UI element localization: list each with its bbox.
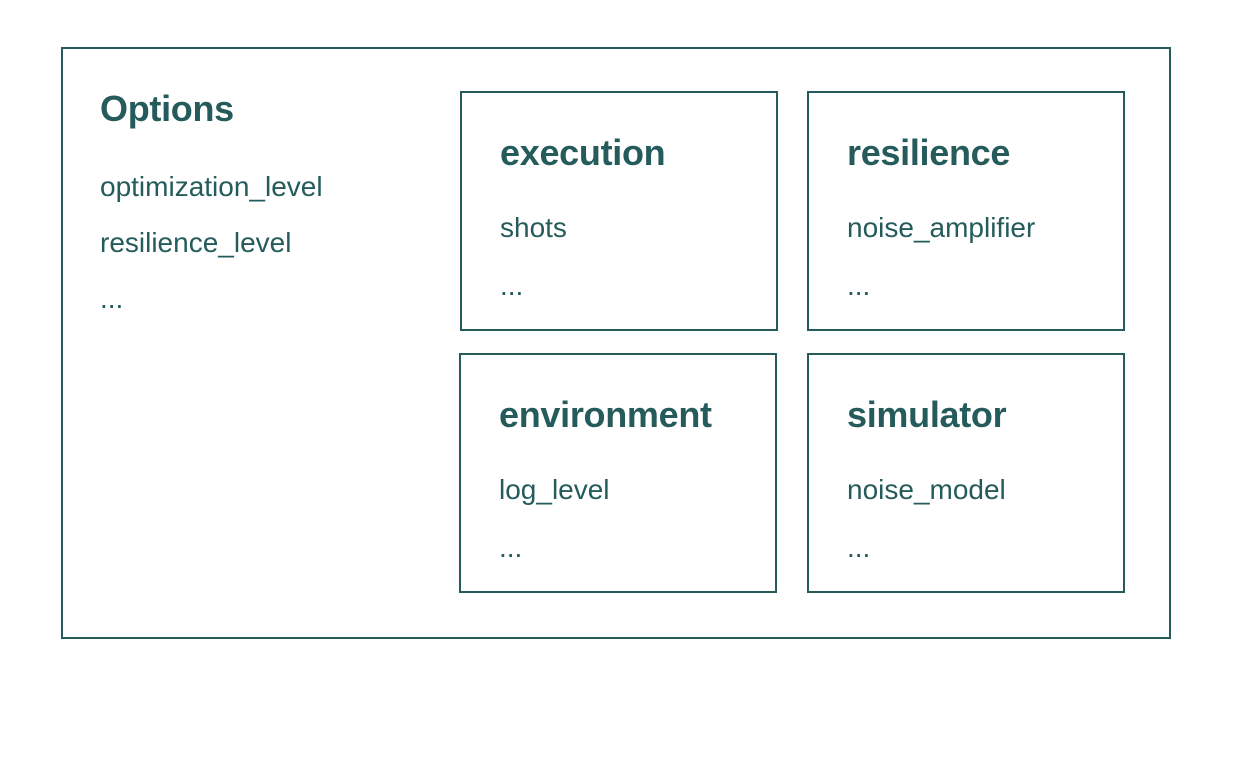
execution-item-shots: shots — [500, 212, 567, 243]
options-item-ellipsis: ... — [100, 283, 124, 314]
environment-item-ellipsis: ... — [499, 532, 523, 563]
execution-item-ellipsis: ... — [500, 270, 524, 301]
resilience-item-noise-amplifier: noise_amplifier — [847, 212, 1036, 243]
execution-title: execution — [500, 132, 666, 173]
environment-box: environment log_level ... — [459, 353, 777, 593]
options-container — [61, 47, 1171, 639]
execution-box: execution shots ... — [460, 91, 778, 331]
simulator-item-noise-model: noise_model — [847, 474, 1006, 505]
simulator-item-ellipsis: ... — [847, 532, 871, 563]
simulator-box: simulator noise_model ... — [807, 353, 1125, 593]
resilience-title: resilience — [847, 132, 1011, 173]
resilience-item-ellipsis: ... — [847, 270, 871, 301]
options-item-resilience-level: resilience_level — [100, 227, 292, 258]
environment-title: environment — [499, 394, 712, 435]
options-title: Options — [100, 88, 234, 129]
environment-item-log-level: log_level — [499, 474, 610, 505]
resilience-box: resilience noise_amplifier ... — [807, 91, 1125, 331]
options-item-optimization-level: optimization_level — [100, 171, 323, 202]
simulator-title: simulator — [847, 394, 1007, 435]
